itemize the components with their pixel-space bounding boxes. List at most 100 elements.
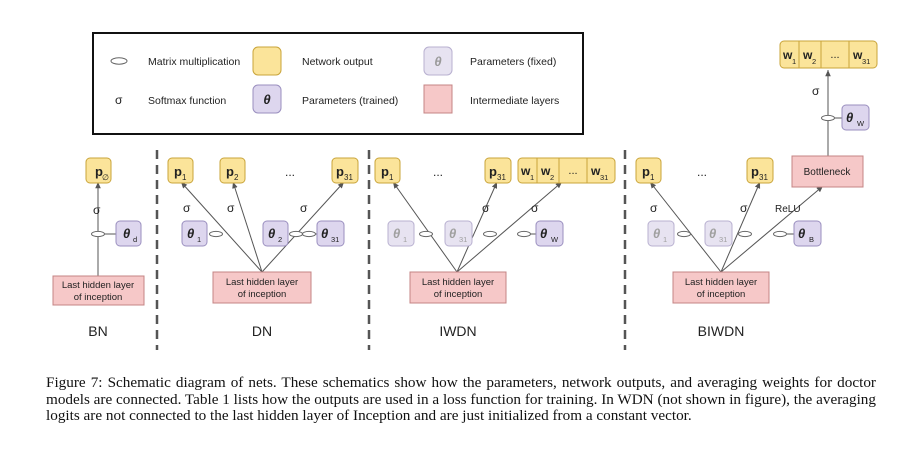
diagram-label: 1 — [530, 173, 534, 182]
diagram-label: 1 — [182, 173, 187, 182]
legend-softmax-symbol: σ — [115, 93, 123, 107]
diagram-label: θ — [846, 110, 853, 125]
output-box-p1 — [374, 157, 401, 184]
matmul-node — [91, 230, 105, 238]
diagram-label: θ — [393, 226, 400, 241]
diagram-label: θ — [709, 226, 716, 241]
diagram-label: w — [802, 48, 813, 62]
diagram-label: σ — [227, 201, 235, 215]
connector-line — [232, 181, 263, 273]
diagram-label: 1 — [663, 235, 667, 244]
diagram-label: Last hidden layer — [226, 277, 298, 288]
diagram-label: p — [642, 164, 650, 179]
averaging-weights-vector: w 1 w 2 ... w 31 — [779, 40, 878, 69]
diagram-label: 31 — [497, 173, 506, 182]
panel-separators — [155, 150, 627, 350]
averaging-weights-vector: w 1 w 2 ... w 31 — [517, 157, 616, 184]
output-box-p-empty — [85, 157, 112, 184]
diagram-label: σ — [650, 201, 658, 215]
diagram-label: 1 — [650, 173, 655, 182]
sigma-label: σ — [93, 203, 101, 217]
param-box-theta-b — [793, 220, 822, 247]
diagram-label: of inception — [434, 289, 483, 300]
connector-line — [456, 181, 498, 273]
matmul-legend-icon — [110, 57, 128, 65]
matmul-node — [483, 230, 497, 238]
diagram-label: 1 — [197, 235, 201, 244]
legend-intermediate-label: Intermediate layers — [470, 95, 559, 107]
diagram-label: σ — [482, 201, 490, 215]
diagram-label: w — [852, 48, 863, 62]
connector-line — [180, 181, 263, 273]
diagram-label: ... — [568, 165, 577, 177]
param-box-theta-w — [841, 104, 870, 131]
panel-title-bn: BN — [88, 323, 107, 339]
param-box-theta-31-fixed — [704, 220, 733, 247]
figure-caption: Figure 7: Schematic diagram of nets. The… — [46, 374, 876, 424]
output-box-p2 — [219, 157, 246, 184]
legend-network-output-label: Network output — [302, 56, 373, 68]
matmul-node — [821, 114, 835, 122]
diagram-label: w — [520, 164, 531, 178]
matmul-node — [677, 230, 691, 238]
diagram-label: σ — [531, 201, 539, 215]
diagram-label: θ — [187, 226, 194, 241]
panel-dn: σ σ σ p 1 p 2 ... p 31 θ 1 θ 2 θ 31 Last… — [167, 157, 359, 339]
output-box-p1 — [635, 157, 662, 184]
network-output-legend-swatch — [252, 46, 282, 76]
diagram-box — [92, 32, 584, 135]
diagram-label: σ — [812, 84, 820, 98]
diagram-label: 31 — [759, 173, 768, 182]
matmul-node — [289, 230, 303, 238]
connector-line — [720, 181, 761, 273]
diagram-label: w — [782, 48, 793, 62]
params-fixed-legend-swatch — [423, 46, 453, 76]
param-box-theta-1-fixed — [387, 220, 415, 247]
diagram-label: 1 — [389, 173, 394, 182]
output-box-p31 — [484, 157, 512, 184]
diagram-label: 31 — [862, 57, 870, 66]
legend-softmax-label: Softmax function — [148, 95, 226, 107]
legend-params-fixed-label: Parameters (fixed) — [470, 56, 556, 68]
diagram-label: σ — [740, 201, 748, 215]
legend-params-trained-label: Parameters (trained) — [302, 95, 398, 107]
bottleneck-label: Bottleneck — [804, 167, 852, 178]
diagram-box — [517, 157, 616, 184]
diagram-label: p — [336, 164, 344, 179]
matmul-node — [773, 230, 787, 238]
ellipsis: ... — [433, 165, 443, 179]
panel-title-biwdn: BIWDN — [698, 323, 745, 339]
diagram-label: d — [133, 235, 137, 244]
param-box-theta-31 — [316, 220, 345, 247]
matmul-node — [209, 230, 223, 238]
diagram-label: θ — [653, 226, 660, 241]
bottleneck-box — [791, 155, 864, 188]
matmul-node — [738, 230, 752, 238]
param-box-theta-31-fixed — [444, 220, 473, 247]
diagram-label: ∅ — [102, 173, 109, 182]
diagram-label: of inception — [74, 292, 123, 303]
connector-line — [720, 185, 824, 273]
last-hidden-layer-box — [212, 271, 312, 304]
panel-title-dn: DN — [252, 323, 272, 339]
diagram-label: θ — [123, 226, 130, 241]
last-hidden-layer-box — [409, 271, 507, 304]
diagram-label: Last hidden layer — [685, 277, 757, 288]
connector-line — [392, 181, 458, 273]
diagram-label: 1 — [792, 57, 796, 66]
legend-theta-trained: θ — [263, 92, 270, 107]
diagram-label: 31 — [719, 235, 727, 244]
diagram-label: of inception — [697, 289, 746, 300]
diagram-box — [779, 40, 878, 69]
output-box-p31 — [331, 157, 359, 184]
matmul-node — [419, 230, 433, 238]
diagram-label: w — [540, 164, 551, 178]
diagram-label: p — [174, 164, 182, 179]
output-box-p31 — [746, 157, 774, 184]
diagram-label: of inception — [238, 289, 287, 300]
ellipsis: ... — [697, 165, 707, 179]
param-box-theta-1-fixed — [647, 220, 675, 247]
output-box-p1 — [167, 157, 194, 184]
legend: Matrix multiplication σ Softmax function… — [92, 32, 584, 135]
params-trained-legend-swatch — [252, 84, 282, 114]
